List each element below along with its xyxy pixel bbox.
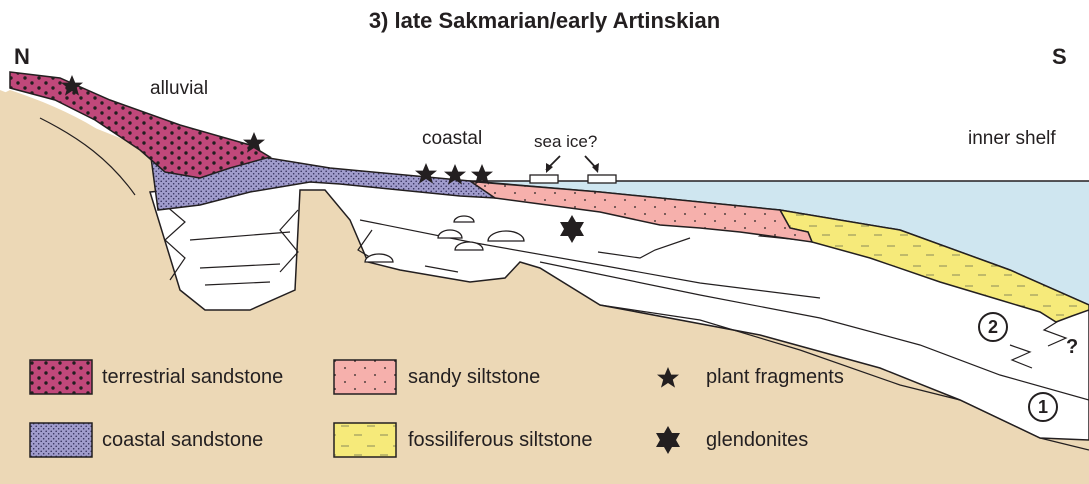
legend-label-fossiliferous: fossiliferous siltstone [408, 429, 593, 452]
uncertain-marker: ? [1066, 336, 1078, 359]
unit-1-marker: 1 [1028, 392, 1058, 422]
diagram-title: 3) late Sakmarian/early Artinskian [0, 8, 1089, 34]
legend-label-sandy-siltstone: sandy siltstone [408, 366, 540, 389]
legend-swatch-fossiliferous [334, 423, 396, 457]
legend-label-glendonites: glendonites [706, 429, 808, 452]
unit-2-marker: 2 [978, 312, 1008, 342]
legend-label-plant: plant fragments [706, 366, 844, 389]
legend-label-coastal: coastal sandstone [102, 429, 263, 452]
sea-ice-floe [588, 175, 616, 183]
legend-swatch-terrestrial [30, 360, 92, 394]
inner-shelf-label: inner shelf [968, 128, 1056, 150]
coastal-label: coastal [422, 128, 482, 150]
alluvial-label: alluvial [150, 78, 208, 100]
legend-swatch-sandy-siltstone [334, 360, 396, 394]
north-label: N [14, 44, 30, 70]
legend-label-terrestrial: terrestrial sandstone [102, 366, 283, 389]
legend-swatch-coastal [30, 423, 92, 457]
south-label: S [1052, 44, 1067, 70]
sea-ice-label: sea ice? [534, 132, 597, 152]
sea-ice-floe [530, 175, 558, 183]
